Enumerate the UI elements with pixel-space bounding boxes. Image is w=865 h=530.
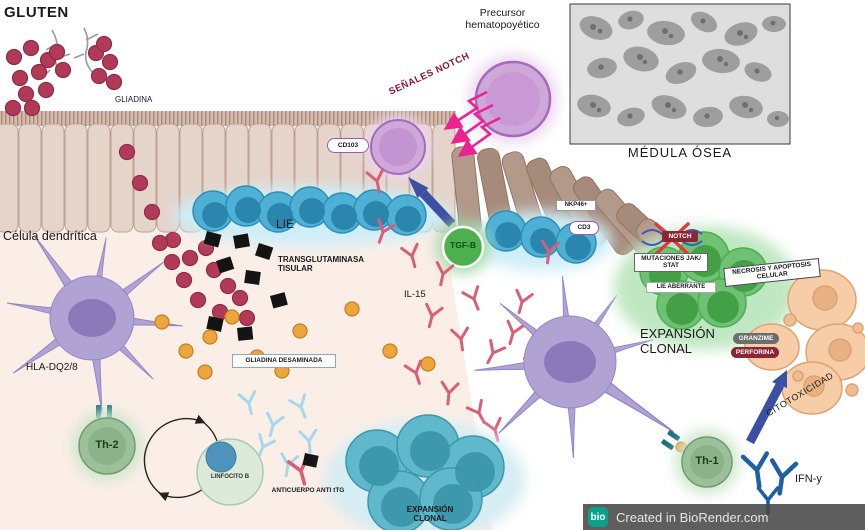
celula-dendritica-label: Célula dendrítica (3, 229, 97, 243)
tgfb-cytokine (437, 221, 489, 273)
expansion-clonal-bottom-label: EXPANSIÓN CLONAL (406, 505, 454, 524)
th2-label: Th-2 (95, 439, 119, 451)
notch-signal-arrows (443, 90, 501, 158)
linfocito-b-label: LINFOCITO B (210, 474, 250, 480)
cytotoxicity-arrow (746, 370, 787, 445)
dendritic-cell-right (473, 274, 680, 459)
hematopoietic-precursor-cell (469, 55, 557, 143)
th1-label: Th-1 (695, 455, 719, 467)
clonal-expansion-cells (325, 414, 525, 530)
biorender-credit-text[interactable]: Created in BioRender.com (616, 509, 769, 525)
lie-cells (172, 185, 452, 246)
anti-ttg-antibody-complex (286, 453, 319, 489)
expansion-clonal-right-label: EXPANSIÓN CLONAL (640, 326, 715, 356)
cd3-badge: CD3 (569, 221, 599, 235)
gliadina-label: GLIADINA (115, 95, 153, 104)
th2-cell (72, 411, 142, 481)
th1-cell (675, 430, 739, 494)
intestinal-epithelium (0, 111, 456, 233)
medula-osea-label: MÉDULA ÓSEA (627, 145, 733, 160)
mutaciones-badge: MUTACIONES JAK/ STAT (634, 253, 708, 272)
hla-label: HLA-DQ2/8 (26, 362, 78, 373)
tgfb-label: TGF-B (450, 240, 476, 250)
arrow-to-cd103 (408, 177, 456, 228)
biorender-logo-icon: bio (588, 507, 608, 527)
dendritic-cell-left (5, 230, 184, 415)
perforina-badge: PERFORINA (731, 347, 779, 358)
lie-label: LIE (276, 217, 295, 231)
precursor-label: Precursor hematopoyético (465, 7, 540, 32)
b-lymphocyte-cell (196, 438, 264, 506)
ttg-squares (203, 231, 288, 341)
granzime-badge: GRANZIME (733, 333, 779, 344)
apoptotic-cells (744, 269, 865, 415)
biorender-credit-bar: bio Created in BioRender.com (583, 504, 865, 530)
transglutaminasa-label: TRANSGLUTAMINASA TISULAR (278, 255, 364, 274)
bone-marrow-photo (569, 3, 791, 145)
gliadina-desaminada-badge: GLIADINA DESAMINADA (232, 354, 336, 368)
ifny-label: IFN-y (795, 473, 822, 485)
lie-aberrante-badge: LIE ABERRANTE (646, 282, 716, 293)
nkp46-badge: NKP46+ (556, 200, 596, 211)
gluten-label: GLUTEN (4, 4, 69, 21)
anticuerpo-label: ANTICUERPO ANTI tTG (271, 487, 345, 494)
cd103-badge: CD103 (327, 138, 369, 153)
notch-badge: NOTCH (662, 231, 698, 242)
il15-label: IL-15 (404, 289, 426, 300)
cd103-cell (366, 115, 430, 179)
